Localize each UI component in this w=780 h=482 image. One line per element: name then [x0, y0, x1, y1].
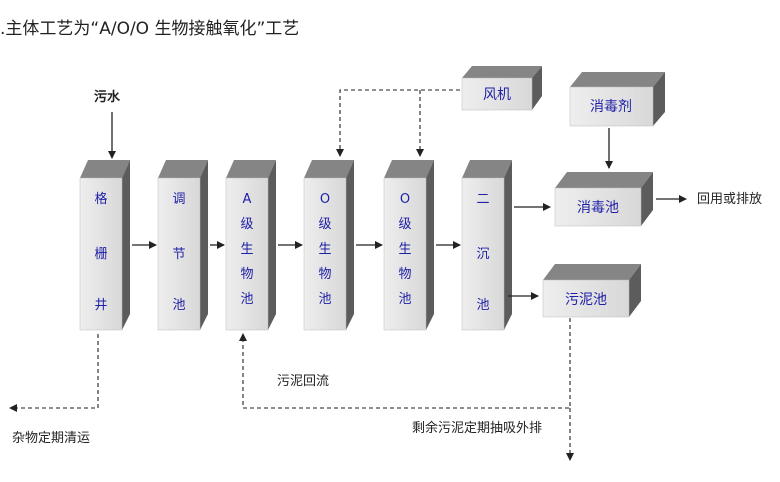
o-bio1-label-3: 生	[318, 242, 331, 257]
blower-box: 风机	[461, 66, 542, 111]
disinfect-tank-label: 消毒池	[577, 200, 619, 216]
sundries-removal-label: 杂物定期清运	[12, 431, 90, 446]
secondary-label-1: 二	[476, 192, 489, 207]
grille-label-2: 栅	[94, 247, 107, 262]
a-bio-label-4: 物	[240, 267, 253, 282]
o-bio-tank-1-box: O 级 生 物 池	[303, 160, 354, 331]
o-bio-tank-2-box: O 级 生 物 池	[383, 160, 434, 331]
regulating-tank-box: 调 节 池	[157, 160, 208, 331]
blower-label: 风机	[483, 87, 511, 103]
sludge-return-line	[239, 318, 571, 409]
secondary-label-3: 池	[476, 298, 489, 313]
grille-label-1: 格	[94, 191, 107, 207]
excess-sludge-label: 剩余污泥定期抽吸外排	[412, 420, 542, 436]
sludge-tank-label: 污泥池	[565, 292, 607, 308]
a-bio-label-5: 池	[240, 292, 253, 307]
disinfection-tank-box: 消毒池	[554, 172, 653, 227]
disinfectant-box: 消毒剂	[569, 72, 665, 127]
disinfectant-label: 消毒剂	[590, 99, 632, 115]
o-bio2-label-3: 生	[398, 242, 411, 257]
sludge-return-label: 污泥回流	[277, 374, 329, 389]
secondary-label-2: 沉	[476, 247, 489, 262]
o-bio1-label-1: O	[320, 192, 330, 207]
sundries-removal-line	[9, 334, 99, 412]
reuse-discharge-label: 回用或排放	[697, 192, 762, 207]
o-bio2-label-5: 池	[398, 292, 411, 307]
sewage-inlet-label: 污水	[94, 89, 121, 105]
a-bio-label-2: 级	[240, 217, 253, 232]
regulate-label-3: 池	[172, 298, 185, 313]
regulate-label-1: 调	[172, 192, 185, 207]
a-bio-label-3: 生	[240, 242, 253, 257]
o-bio2-label-2: 级	[398, 217, 411, 232]
a-bio-label-1: A	[243, 192, 252, 207]
sludge-tank-box: 污泥池	[542, 264, 641, 318]
page-title: .主体工艺为“A/O/O 生物接触氧化”工艺	[0, 19, 300, 39]
grille-well-box: 格 栅 井	[79, 160, 130, 331]
a-bio-tank-box: A 级 生 物 池	[225, 160, 276, 331]
o-bio1-label-2: 级	[318, 217, 331, 232]
o-bio1-label-4: 物	[318, 267, 331, 282]
o-bio2-label-1: O	[400, 192, 410, 207]
regulate-label-2: 节	[172, 247, 185, 262]
secondary-settling-tank-box: 二 沉 池	[461, 160, 512, 331]
grille-label-3: 井	[94, 298, 107, 313]
air-line-blower	[336, 89, 460, 157]
o-bio2-label-4: 物	[398, 267, 411, 282]
o-bio1-label-5: 池	[318, 292, 331, 307]
